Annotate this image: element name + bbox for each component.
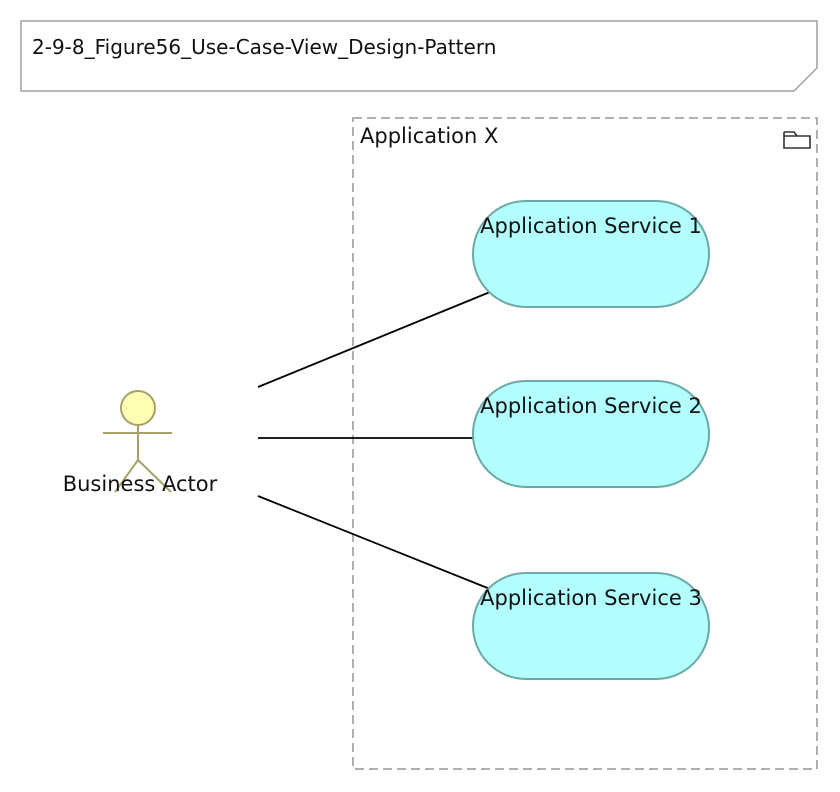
diagram-title: 2-9-8_Figure56_Use-Case-View_Design-Patt… — [32, 35, 496, 59]
service-label: Application Service 3 — [480, 586, 702, 610]
actor-label: Business Actor — [63, 472, 218, 496]
connections — [257, 291, 491, 590]
service-1[interactable]: Application Service 1 — [472, 200, 710, 308]
business-actor[interactable]: Business Actor — [63, 390, 218, 496]
service-3[interactable]: Application Service 3 — [472, 572, 710, 680]
group-label: Application X — [360, 124, 498, 148]
service-label: Application Service 2 — [480, 394, 702, 418]
folder-icon — [783, 131, 811, 149]
stick-figure-icon — [103, 390, 172, 493]
connection-line-1 — [257, 291, 491, 388]
title-note[interactable]: 2-9-8_Figure56_Use-Case-View_Design-Patt… — [20, 20, 818, 92]
service-2[interactable]: Application Service 2 — [472, 380, 710, 488]
connection-line-3 — [257, 495, 491, 590]
application-group[interactable]: Application X — [352, 117, 818, 770]
service-label: Application Service 1 — [480, 214, 702, 238]
